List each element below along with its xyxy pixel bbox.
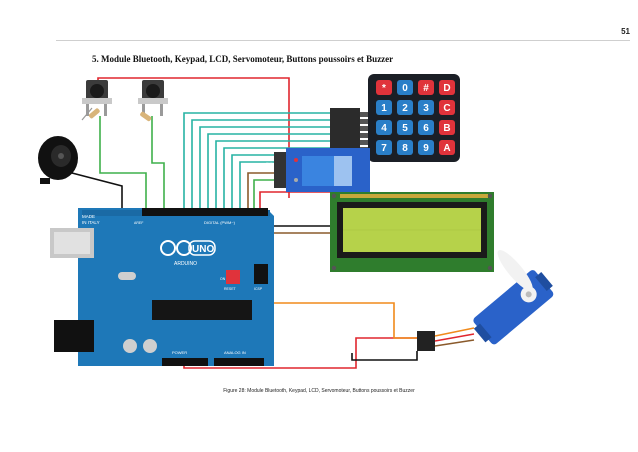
made-in-2: IN ITALY	[82, 220, 100, 225]
power-header	[162, 358, 208, 366]
arduino-uno: UNO ARDUINO MADE IN ITALY DIGITAL (PWM~)…	[50, 208, 274, 366]
keypad-key	[376, 120, 392, 135]
wire-black-servo	[351, 351, 418, 361]
wire-keypad-1	[183, 112, 332, 208]
keypad-key-label: 4	[381, 123, 387, 134]
wire-green-1	[99, 116, 147, 208]
keypad-key-label: A	[443, 143, 450, 154]
bt-pin-2: GND	[266, 168, 274, 172]
keypad-key-label: 5	[402, 123, 408, 134]
bluetooth-module: RXD TXD GND VCC	[266, 148, 370, 192]
keypad-key	[439, 140, 455, 155]
keypad-key	[418, 80, 434, 95]
digital-label: DIGITAL (PWM~)	[204, 220, 236, 225]
power-label: POWER	[172, 350, 187, 355]
wire-keypad-3	[199, 126, 332, 208]
resistor-2	[140, 111, 152, 122]
keypad-key	[439, 120, 455, 135]
servo-motor	[417, 250, 554, 351]
keypad-key-label: 3	[423, 103, 429, 114]
keypad-key-label: 1	[381, 103, 387, 114]
wire-keypad-2	[191, 119, 332, 208]
keypad-key-label: D	[443, 83, 450, 94]
bt-pin-1: TXD	[266, 162, 273, 166]
icsp-label: ICSP	[254, 287, 263, 291]
lcd-display	[330, 192, 494, 272]
wire-black-buzzer	[71, 172, 123, 208]
analog-label: ANALOG IN	[224, 350, 246, 355]
wire-red-lcd	[259, 191, 334, 208]
arduino-brand: ARDUINO	[174, 261, 197, 267]
push-button-1	[82, 80, 112, 116]
buzzer	[38, 136, 78, 184]
atmega-chip	[152, 300, 252, 320]
header-rule	[56, 40, 630, 41]
wire-bt-1	[247, 156, 279, 208]
push-button-2	[138, 80, 168, 116]
keypad-key-label: 9	[423, 143, 429, 154]
reset-label: RESET	[224, 287, 237, 291]
on-label: ON	[220, 277, 226, 281]
reset-button	[226, 270, 240, 284]
keypad-key	[418, 120, 434, 135]
wire-keypad-4	[207, 133, 332, 208]
keypad-key	[418, 140, 434, 155]
keypad-key-label: #	[423, 83, 429, 94]
keypad-key-label: 2	[402, 103, 408, 114]
analog-header	[214, 358, 264, 366]
keypad-key	[418, 100, 434, 115]
aref-label: AREF	[134, 221, 143, 225]
keypad-key-label: C	[443, 103, 450, 114]
page-number: 51	[621, 27, 630, 36]
digital-header	[142, 208, 268, 216]
keypad-key-label: 8	[402, 143, 408, 154]
keypad-key	[439, 80, 455, 95]
arduino-logo	[160, 240, 216, 256]
keypad-key	[397, 100, 413, 115]
keypad-key-label: *	[382, 83, 386, 94]
keypad-key-label: B	[443, 123, 450, 134]
wire-black-lcd	[265, 198, 335, 227]
keypad-key-label: 6	[423, 123, 429, 134]
keypad-key	[439, 100, 455, 115]
keypad-key	[376, 140, 392, 155]
wire-keypad-5	[215, 140, 332, 208]
keypad-key	[376, 80, 392, 95]
bt-pin-0: RXD	[266, 156, 274, 160]
wire-green-2	[151, 116, 165, 208]
keypad-key	[397, 80, 413, 95]
resistor-1	[81, 107, 100, 121]
keypad-key	[397, 120, 413, 135]
dc-jack	[54, 320, 94, 352]
made-in-1: MADE	[82, 214, 95, 219]
wire-orange-servo	[179, 302, 420, 339]
keypad-key	[397, 140, 413, 155]
keypad-key-label: 0	[402, 83, 408, 94]
section-heading: 5. Module Bluetooth, Keypad, LCD, Servom…	[92, 54, 394, 64]
arduino-model: UNO	[192, 244, 214, 255]
keypad-key-label: 7	[381, 143, 387, 154]
figure-caption: Figure 28: Module Bluetooth, Keypad, LCD…	[223, 388, 415, 394]
bt-pin-3: VCC	[266, 174, 274, 178]
keypad-key	[376, 100, 392, 115]
